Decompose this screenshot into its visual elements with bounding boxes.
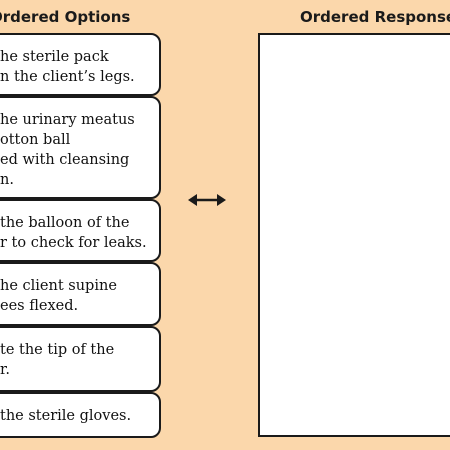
- option-item-4[interactable]: he client supine ees flexed.: [0, 262, 161, 326]
- option-5-line-2: r.: [0, 362, 10, 378]
- ordered-response-dropzone[interactable]: [258, 33, 450, 437]
- option-item-1[interactable]: he sterile pack n the client’s legs.: [0, 33, 161, 96]
- ordered-options-header: Ordered Options: [0, 8, 131, 26]
- option-3-line-1: the balloon of the: [0, 215, 130, 231]
- option-item-5[interactable]: te the tip of the r.: [0, 326, 161, 392]
- option-1-line-2: n the client’s legs.: [0, 69, 135, 85]
- option-2-line-1: he urinary meatus: [0, 112, 135, 128]
- option-4-line-2: ees flexed.: [0, 298, 79, 314]
- option-2-line-3: ed with cleansing: [0, 152, 130, 168]
- option-5-line-1: te the tip of the: [0, 342, 115, 358]
- ordered-response-header: Ordered Response: [300, 8, 450, 26]
- option-3-line-2: r to check for leaks.: [0, 235, 147, 251]
- option-item-3[interactable]: the balloon of the r to check for leaks.: [0, 199, 161, 262]
- option-2-line-2: otton ball: [0, 132, 71, 148]
- option-item-6[interactable]: the sterile gloves.: [0, 392, 161, 438]
- option-item-2[interactable]: he urinary meatus otton ball ed with cle…: [0, 96, 161, 199]
- swap-arrows-icon[interactable]: [186, 186, 228, 214]
- option-1-line-1: he sterile pack: [0, 49, 109, 65]
- option-2-line-4: n.: [0, 172, 14, 188]
- option-6-line-1: the sterile gloves.: [0, 408, 132, 424]
- option-4-line-1: he client supine: [0, 278, 117, 294]
